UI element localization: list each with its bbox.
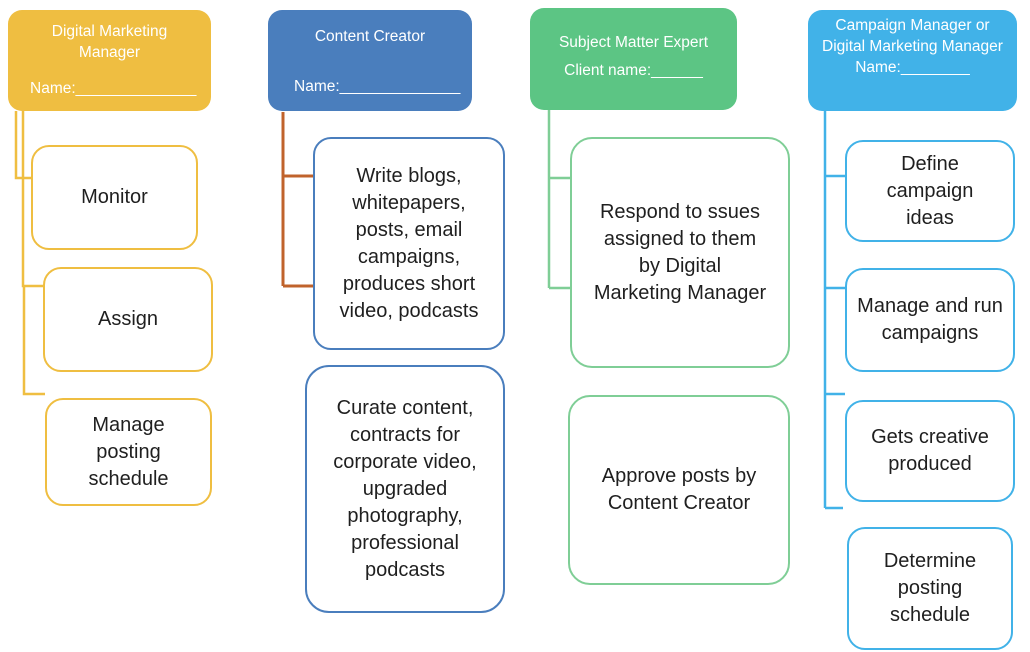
task-label: Define campaign ideas bbox=[886, 152, 974, 229]
task-label: Manage posting schedule bbox=[88, 413, 169, 490]
connector-dmm-manage-posting bbox=[22, 286, 45, 396]
role-title: Digital Marketing Manager bbox=[51, 23, 168, 61]
task-box-determine-posting-schedule: Determine posting schedule bbox=[847, 527, 1013, 650]
task-box-monitor: Monitor bbox=[31, 145, 198, 250]
role-title: Campaign Manager or Digital Marketing Ma… bbox=[822, 17, 1003, 55]
role-header-digital-marketing-manager: Digital Marketing Manager Name:_________… bbox=[8, 10, 211, 111]
task-label: Respond to ssues assigned to them by Dig… bbox=[593, 200, 767, 304]
task-box-approve-posts: Approve posts by Content Creator bbox=[568, 395, 790, 585]
role-header-subject-matter-expert: Subject Matter Expert Client name:______ bbox=[530, 8, 737, 110]
task-label: Monitor bbox=[81, 186, 148, 208]
role-header-campaign-manager: Campaign Manager or Digital Marketing Ma… bbox=[808, 10, 1017, 111]
task-label: Curate content, contracts for corporate … bbox=[333, 396, 477, 581]
task-box-curate-content: Curate content, contracts for corporate … bbox=[305, 365, 505, 613]
task-box-assign: Assign bbox=[43, 267, 213, 372]
task-box-manage-run-campaigns: Manage and run campaigns bbox=[845, 268, 1015, 372]
task-box-gets-creative-produced: Gets creative produced bbox=[845, 400, 1015, 502]
task-box-respond-to-issues: Respond to ssues assigned to them by Dig… bbox=[570, 137, 790, 368]
task-label: Write blogs, whitepapers, posts, email c… bbox=[339, 164, 479, 322]
connector-dmm-monitor bbox=[14, 111, 31, 180]
task-label: Approve posts by Content Creator bbox=[601, 465, 757, 514]
task-box-define-campaign-ideas: Define campaign ideas bbox=[845, 140, 1015, 242]
task-box-write-content: Write blogs, whitepapers, posts, email c… bbox=[313, 137, 505, 350]
name-blank-line: Name:______________ bbox=[30, 80, 197, 97]
task-label: Determine posting schedule bbox=[883, 550, 977, 626]
task-label: Gets creative produced bbox=[871, 426, 989, 475]
task-box-manage-posting-schedule: Manage posting schedule bbox=[45, 398, 212, 506]
name-blank-line: Name:________ bbox=[855, 59, 970, 76]
role-header-content-creator: Content Creator Name:______________ bbox=[268, 10, 472, 111]
name-blank-line: Client name:______ bbox=[564, 62, 703, 79]
role-title: Subject Matter Expert bbox=[558, 34, 709, 51]
name-blank-line: Name:______________ bbox=[294, 78, 461, 95]
task-label: Assign bbox=[97, 308, 159, 330]
task-label: Manage and run campaigns bbox=[857, 295, 1003, 344]
role-title: Content Creator bbox=[314, 28, 426, 45]
